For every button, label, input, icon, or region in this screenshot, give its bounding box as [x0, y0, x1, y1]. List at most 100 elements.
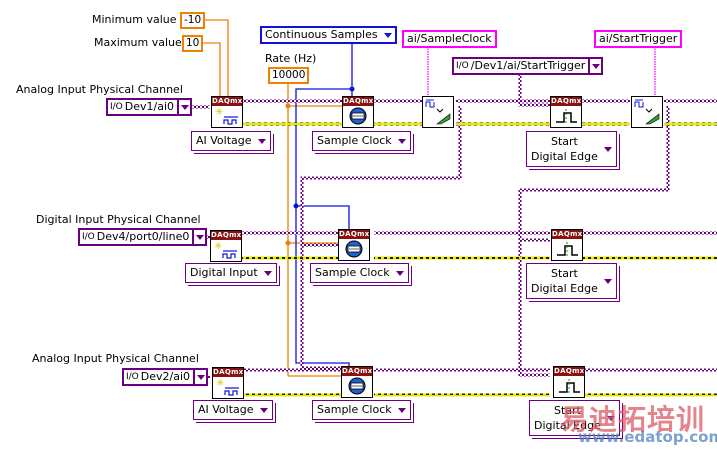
- wire-junction: [293, 203, 299, 209]
- error-wires: [242, 122, 717, 397]
- daqmx-header: DAQmx: [211, 231, 242, 240]
- row1-channel-label: Analog Input Physical Channel: [16, 83, 183, 96]
- row1-channel-value: Dev1/ai0: [124, 100, 175, 113]
- wire-junction: [285, 240, 291, 246]
- terminal-wires: [427, 46, 656, 96]
- row3-create-channel-vi[interactable]: DAQmx ✳: [212, 367, 244, 399]
- start-trigger-terminal-constant[interactable]: ai/StartTrigger: [594, 30, 683, 48]
- row2-trigger-type-line2: Digital Edge: [531, 282, 598, 295]
- row2-channel-type-value: Digital Input: [190, 266, 258, 279]
- export-signal-icon: [425, 99, 451, 125]
- sample-mode-value: Continuous Samples: [265, 28, 378, 41]
- row2-trigger-type-line1: Start: [550, 267, 578, 280]
- svg-text:✳: ✳: [214, 241, 222, 252]
- svg-text:✳: ✳: [215, 107, 223, 118]
- row1-trigger-vi[interactable]: DAQmx: [550, 96, 582, 128]
- row2-trigger-vi[interactable]: DAQmx: [551, 229, 583, 261]
- dropdown-arrow-icon: [395, 270, 404, 276]
- daqmx-header: DAQmx: [552, 230, 583, 239]
- row2-timing-type-value: Sample Clock: [315, 266, 390, 279]
- row1-create-channel-vi[interactable]: DAQmx ✳: [211, 96, 243, 128]
- row1-channel-type-value: AI Voltage: [196, 134, 252, 147]
- row3-trigger-type-line1: Start: [553, 404, 581, 417]
- row1-timing-type-ring[interactable]: Sample Clock: [312, 131, 411, 151]
- dropdown-button[interactable]: [588, 59, 601, 73]
- enum-wires: [295, 42, 353, 368]
- row3-timing-type-value: Sample Clock: [317, 403, 392, 416]
- row1-trigger-type-line2: Digital Edge: [531, 150, 598, 163]
- dropdown-arrow-icon: [591, 63, 600, 69]
- row3-trigger-type-line2: Digital Edge: [534, 419, 601, 432]
- min-value-constant[interactable]: -10: [180, 12, 206, 29]
- dropdown-arrow-icon: [606, 415, 615, 421]
- clock-icon: [345, 240, 363, 258]
- row2-create-channel-vi[interactable]: DAQmx ✳: [210, 230, 242, 262]
- row3-timing-type-ring[interactable]: Sample Clock: [312, 400, 411, 420]
- daqmx-header: DAQmx: [551, 97, 582, 106]
- row3-channel-type-ring[interactable]: AI Voltage: [193, 400, 273, 420]
- daqmx-header: DAQmx: [343, 97, 374, 106]
- digital-edge-icon: [557, 242, 578, 258]
- create-channel-icon: ✳: [214, 241, 237, 259]
- dropdown-arrow-icon: [397, 138, 406, 144]
- dropdown-arrow-icon: [257, 138, 266, 144]
- dropdown-button[interactable]: [192, 230, 205, 244]
- digital-edge-icon: [559, 379, 580, 395]
- row2-timing-type-ring[interactable]: Sample Clock: [310, 263, 409, 283]
- trigger-source-control[interactable]: I/O /Dev1/ai/StartTrigger: [452, 57, 604, 75]
- rate-label: Rate (Hz): [265, 52, 317, 65]
- row3-trigger-vi[interactable]: DAQmx: [553, 366, 585, 398]
- row1-channel-type-ring[interactable]: AI Voltage: [191, 131, 271, 151]
- row1-timing-vi[interactable]: DAQmx: [342, 96, 374, 128]
- dropdown-arrow-icon: [263, 270, 272, 276]
- row1-trigger-type-line1: Start: [550, 135, 578, 148]
- daqmx-header: DAQmx: [342, 367, 373, 376]
- rate-constant[interactable]: 10000: [268, 67, 310, 84]
- numeric-wires: [202, 19, 342, 377]
- dropdown-arrow-icon[interactable]: [383, 32, 392, 38]
- row2-channel-value: Dev4/port0/line0: [96, 230, 190, 243]
- row3-channel-label: Analog Input Physical Channel: [32, 352, 199, 365]
- dropdown-arrow-icon: [196, 374, 205, 380]
- clock-icon: [348, 377, 366, 395]
- trigger-source-value: /Dev1/ai/StartTrigger: [470, 59, 586, 72]
- dropdown-arrow-icon: [259, 407, 268, 413]
- row2-channel-control[interactable]: I/O Dev4/port0/line0: [78, 228, 208, 246]
- export-sample-clock-property-node[interactable]: [422, 96, 454, 128]
- max-value-constant[interactable]: 10: [182, 35, 204, 52]
- create-channel-icon: ✳: [216, 378, 239, 396]
- row2-timing-vi[interactable]: DAQmx: [338, 229, 370, 261]
- row2-channel-label: Digital Input Physical Channel: [36, 213, 201, 226]
- export-start-trigger-property-node[interactable]: [631, 96, 663, 128]
- row2-channel-type-ring[interactable]: Digital Input: [185, 263, 277, 283]
- create-channel-icon: ✳: [215, 107, 238, 125]
- dropdown-arrow-icon: [603, 146, 612, 152]
- sample-mode-enum[interactable]: Continuous Samples: [260, 26, 397, 44]
- watermark-chinese: 易迪拓培训: [560, 403, 706, 436]
- io-icon: I/O: [456, 61, 469, 71]
- row1-timing-type-value: Sample Clock: [317, 134, 392, 147]
- row1-channel-control[interactable]: I/O Dev1/ai0: [106, 98, 193, 116]
- clock-icon: [349, 107, 367, 125]
- max-value-label: Maximum value: [94, 36, 182, 49]
- daqmx-header: DAQmx: [339, 230, 370, 239]
- dropdown-button[interactable]: [193, 370, 206, 384]
- sample-clock-terminal-constant[interactable]: ai/SampleClock: [402, 30, 497, 48]
- dropdown-arrow-icon: [195, 234, 204, 240]
- svg-text:✳: ✳: [216, 378, 224, 389]
- row3-timing-vi[interactable]: DAQmx: [341, 366, 373, 398]
- task-wires: [182, 74, 717, 379]
- row3-channel-value: Dev2/ai0: [140, 370, 191, 383]
- dropdown-arrow-icon: [397, 407, 406, 413]
- row3-channel-type-value: AI Voltage: [198, 403, 254, 416]
- wire-junction: [349, 86, 355, 92]
- io-icon: I/O: [126, 372, 139, 382]
- daqmx-header: DAQmx: [212, 97, 243, 106]
- row3-channel-control[interactable]: I/O Dev2/ai0: [122, 368, 209, 386]
- dropdown-button[interactable]: [177, 100, 190, 114]
- io-icon: I/O: [82, 232, 95, 242]
